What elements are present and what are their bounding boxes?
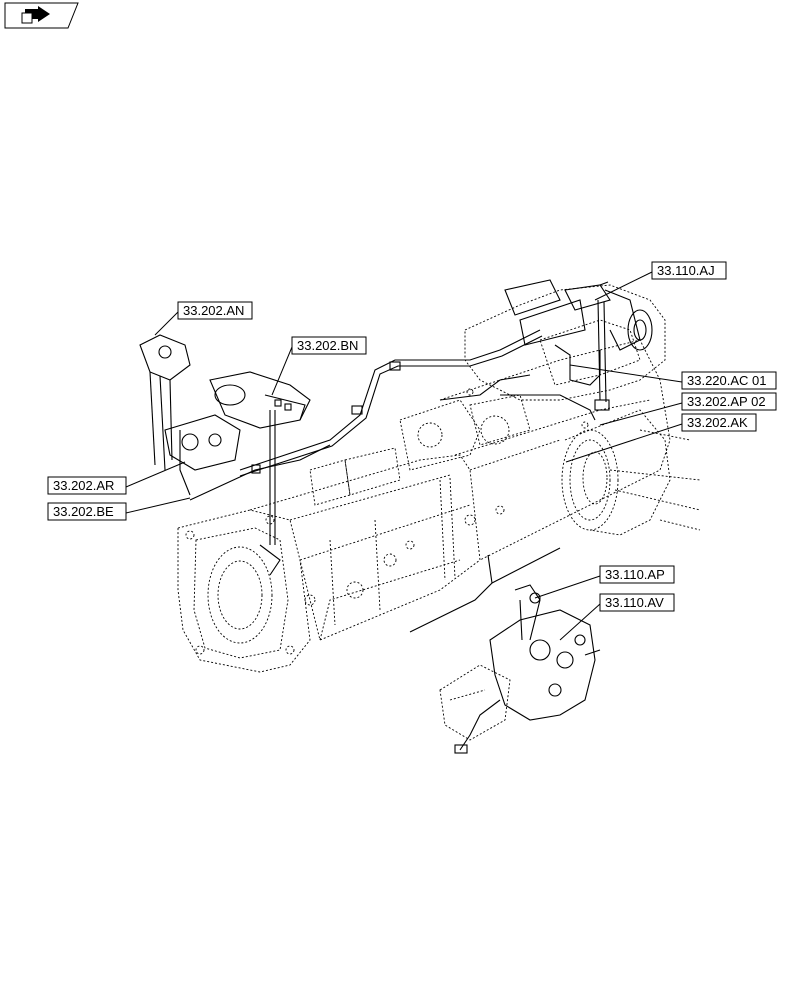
callout-label: 33.202.AR — [53, 478, 114, 493]
callout-label: 33.202.AN — [183, 303, 244, 318]
callout-ar[interactable]: 33.202.AR — [47, 461, 186, 495]
callout-label: 33.202.AK — [687, 415, 748, 430]
rear-lift-valve-assembly — [464, 279, 666, 411]
pump-detail-assembly — [439, 584, 601, 754]
callout-label: 33.110.AJ — [657, 263, 715, 278]
nav-tab[interactable] — [4, 2, 79, 29]
callout-aj[interactable]: 33.110.AJ — [594, 261, 727, 301]
hydraulic-pipes — [179, 329, 596, 576]
callout-label: 33.202.AP 02 — [687, 394, 766, 409]
callout-label: 33.202.BN — [297, 338, 358, 353]
callout-ap02[interactable]: 33.202.AP 02 — [599, 392, 777, 426]
forward-arrow-icon — [21, 6, 50, 24]
transmission-housing — [177, 339, 701, 673]
callout-label: 33.110.AP — [605, 567, 665, 582]
callout-ac01[interactable]: 33.220.AC 01 — [569, 364, 777, 390]
left-valve-components — [139, 334, 311, 471]
callout-av[interactable]: 33.110.AV — [559, 593, 675, 641]
callout-label: 33.110.AV — [605, 595, 664, 610]
callout-be[interactable]: 33.202.BE — [47, 497, 191, 521]
callout-bn[interactable]: 33.202.BN — [271, 336, 367, 396]
callout-label: 33.220.AC 01 — [687, 373, 767, 388]
callout-ap[interactable]: 33.110.AP — [534, 565, 675, 599]
callout-label: 33.202.BE — [53, 504, 114, 519]
callout-an[interactable]: 33.202.AN — [154, 301, 253, 336]
callout-ak[interactable]: 33.202.AK — [565, 413, 757, 463]
